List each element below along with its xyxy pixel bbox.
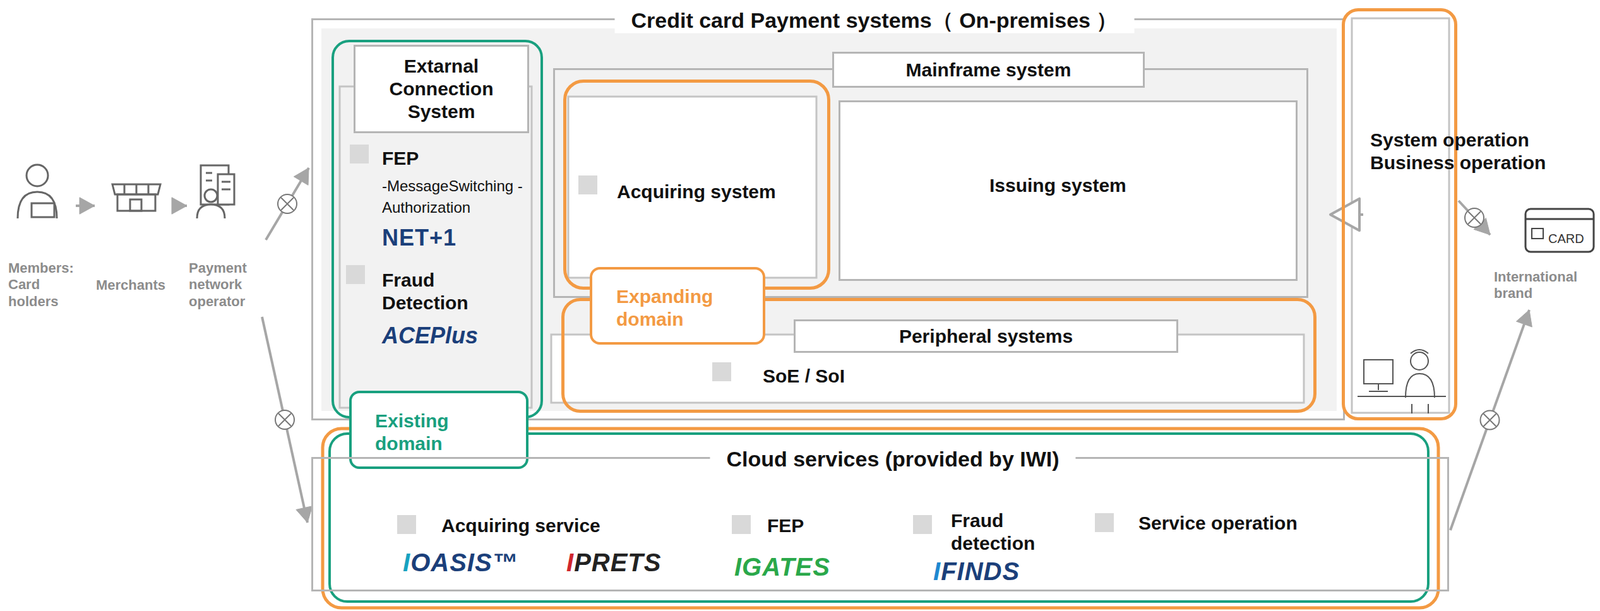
connector-line [1458,200,1491,235]
item-label: FEP [767,514,804,538]
frame-title: Cloud services (provided by IWI) [709,446,1076,473]
onprem-ground [321,28,1337,412]
domain-tag: Expanding domain [589,267,766,345]
item-label: SoE / SoI [762,364,845,388]
system-box: Acquiring system [563,79,831,290]
card-text: CARD [1548,231,1585,247]
arrow-head [171,197,187,215]
blocked-mark [1468,211,1481,225]
inner-frame [1351,18,1450,413]
system-frame: Credit card Payment systems（ On-premises… [311,18,1345,421]
connector [171,197,187,215]
arrow-head [293,167,309,186]
product-logo: IPRETS [566,547,662,578]
blocked-mark [280,197,294,211]
arrow-head [79,197,95,215]
inner-frame [568,96,817,278]
connector-line [262,316,308,523]
item-label: Fraud detection [950,509,1071,556]
box-title: Peripheral systems [793,319,1179,353]
blocked-mark [277,194,297,214]
connector [1450,310,1532,531]
actor-label: Members: Card holders [8,260,78,311]
operation-label: System operation Business operation [1370,128,1560,175]
arrow-head [296,506,313,523]
actor-node: Merchants [94,161,172,316]
connector [75,197,95,215]
product-logo: IOASIS™ [402,547,519,578]
item-label: Acquiring service [441,514,601,538]
item-label: Service operation [1138,512,1298,535]
blocked-mark [1483,414,1497,427]
blocked-mark [1480,411,1500,430]
operator-icon [197,165,235,219]
item-detail: -MessageSwitching -Authorization [382,175,534,218]
blocked-mark [1464,208,1484,228]
tag-text: Existing domain [375,409,502,456]
box-title: Extarnal Connection System [353,44,530,134]
operator-illustration [1357,349,1446,414]
connector [1458,200,1491,235]
blocked-mark [278,413,292,427]
blocked-mark [275,410,295,430]
system-box: Issuing system [838,100,1298,281]
item-label: Fraud Detection [382,268,502,315]
inner-frame [339,86,532,408]
product-logo: IGATES [734,551,831,583]
actor-node: Members: Card holders [6,161,76,316]
frame-title: Credit card Payment systems（ On-premises… [614,7,1135,34]
connector-line [265,167,309,240]
actor-label: Merchants [95,277,166,294]
cardholder-icon [17,164,57,219]
cloud-box: Cloud services (provided by IWI)Acquirin… [311,457,1450,592]
box-title: Mainframe system [832,51,1145,88]
item-label: FEP [382,147,419,170]
item-label: Issuing system [989,174,1127,198]
connector-line [1450,310,1530,531]
shop-icon [112,184,161,211]
item-label: Acquiring system [616,180,777,204]
card-icon [1525,208,1594,252]
operation-box: System operation Business operation [1341,8,1458,421]
brand-node: CARD International brand [1490,202,1598,307]
arrow-head [1330,198,1360,232]
tag-text: Expanding domain [616,285,743,331]
system-box: Mainframe systemAcquiring systemIssuing … [553,68,1309,299]
domain-box: Extarnal Connection SystemFEP -MessageSwi… [331,39,544,419]
connector [265,167,309,240]
actor-node: Payment network operator [186,161,266,316]
product-logo: IFINDS [933,556,1020,587]
connector [262,316,313,523]
actor-label: International brand [1493,268,1595,303]
product-logo: ACEPlus [382,322,478,350]
product-logo: NET+1 [382,224,457,252]
connector [1330,198,1364,232]
arrow-head [1516,310,1532,328]
actor-label: Payment network operator [188,260,265,311]
